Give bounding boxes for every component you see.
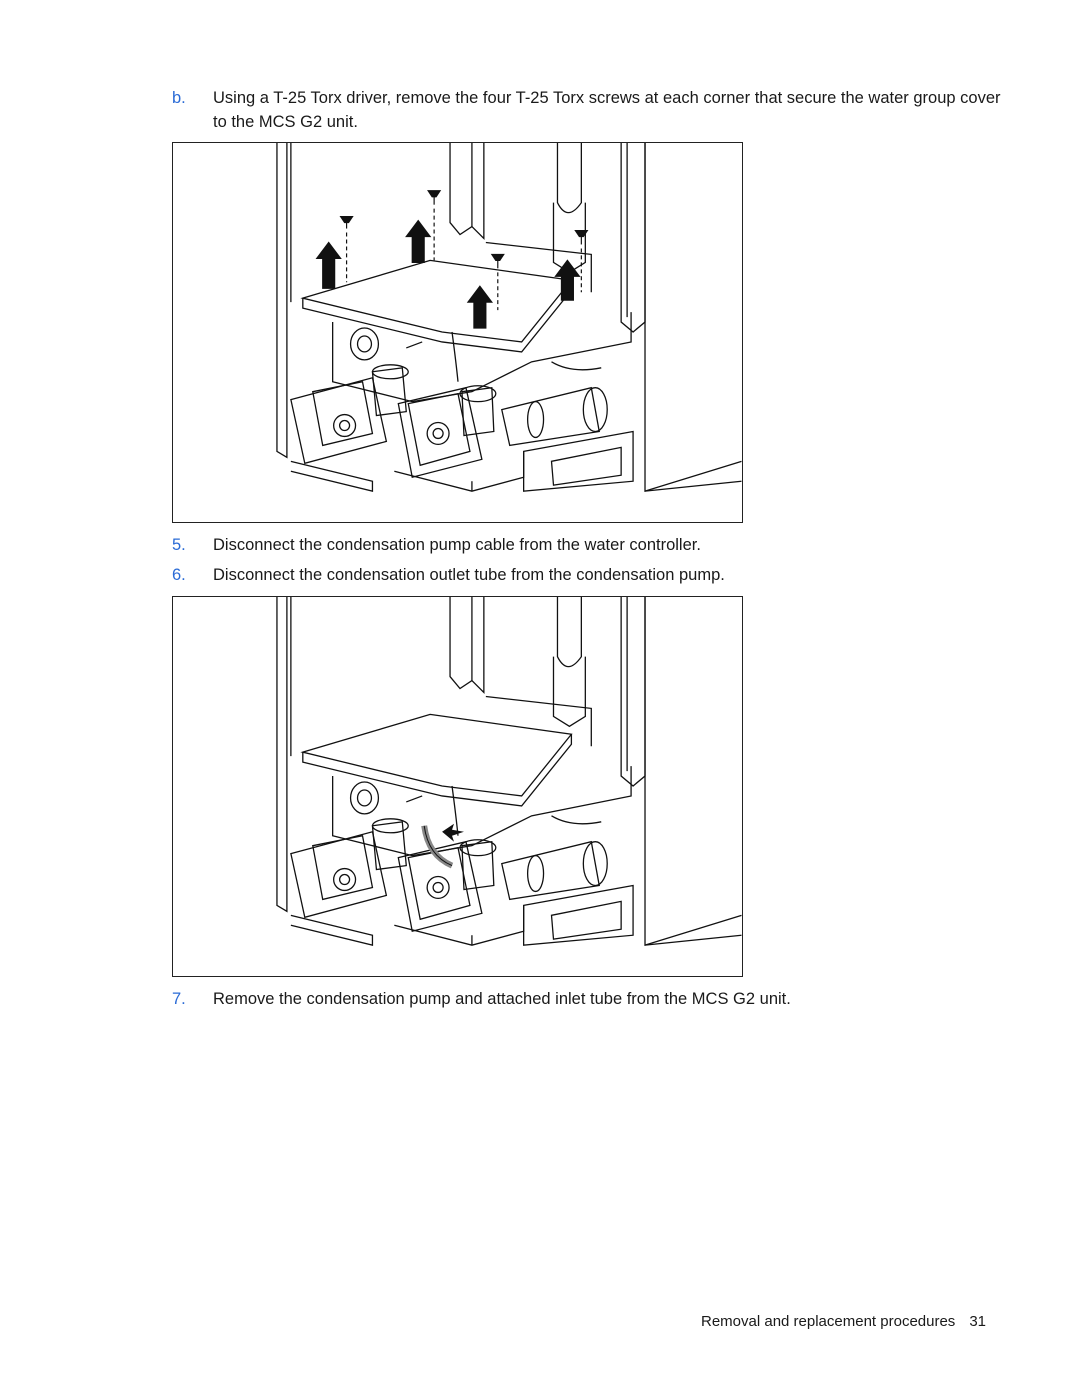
step-marker: 5.	[172, 536, 186, 554]
step-b: b. Using a T-25 Torx driver, remove the …	[172, 86, 1002, 134]
step-marker: 6.	[172, 566, 186, 584]
illustration-water-group-cover-screws	[276, 143, 742, 493]
step-6: 6. Disconnect the condensation outlet tu…	[172, 563, 1002, 587]
step-text: Remove the condensation pump and attache…	[213, 990, 791, 1008]
step-marker: 7.	[172, 990, 186, 1008]
step-text: Disconnect the condensation outlet tube …	[213, 566, 725, 584]
step-text: Using a T-25 Torx driver, remove the fou…	[213, 89, 1001, 131]
step-marker: b.	[172, 89, 186, 107]
page-number: 31	[969, 1313, 986, 1330]
figure-screw-removal	[172, 142, 743, 523]
footer-section-title: Removal and replacement procedures	[701, 1313, 956, 1330]
step-5: 5. Disconnect the condensation pump cabl…	[172, 533, 1002, 557]
figure-condensation-tube	[172, 596, 743, 977]
illustration-condensation-pump-tube	[276, 597, 742, 947]
step-7: 7. Remove the condensation pump and atta…	[172, 987, 1002, 1011]
step-text: Disconnect the condensation pump cable f…	[213, 536, 701, 554]
page-footer: Removal and replacement procedures 31	[701, 1313, 986, 1330]
